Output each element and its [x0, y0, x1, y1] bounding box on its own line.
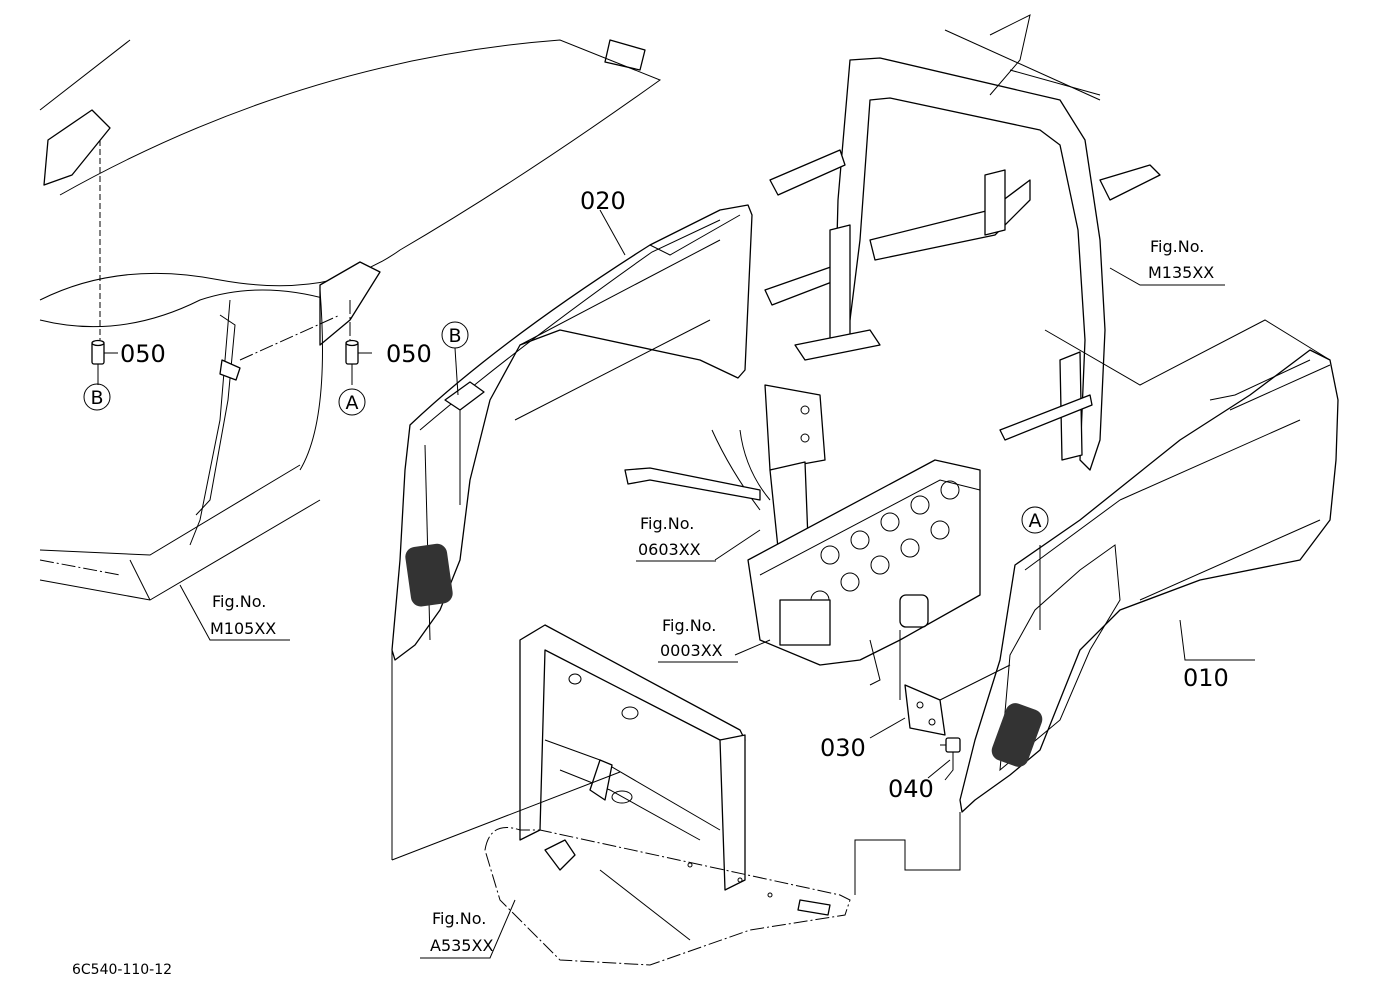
circle-marker-b-left: B	[83, 383, 111, 411]
circle-marker-a-left: A	[338, 388, 366, 416]
fig-ref-0003: Fig.No. 0003XX	[658, 616, 738, 663]
svg-text:B: B	[448, 325, 461, 347]
pin-050-b	[91, 339, 118, 385]
part-label-020: 020	[580, 187, 626, 215]
circle-marker-a-panel: A	[1021, 506, 1049, 534]
fig-ref-a535-code: A535XX	[430, 936, 493, 955]
side-panel-010	[854, 349, 1339, 895]
fig-ref-0603: Fig.No. 0603XX	[636, 514, 716, 562]
svg-text:A: A	[346, 392, 359, 414]
fig-ref-0603-code: 0603XX	[638, 540, 701, 559]
engine-head-0003	[747, 459, 981, 700]
platform-a535	[391, 624, 851, 966]
bolt-040	[940, 737, 961, 781]
fig-ref-m135: Fig.No. M135XX	[1148, 237, 1214, 282]
fig-ref-m105-prefix: Fig.No.	[212, 592, 266, 611]
circle-marker-b-panel: B	[441, 321, 469, 396]
fig-ref-a535: Fig.No. A535XX	[430, 909, 493, 955]
hood-outline	[39, 39, 662, 601]
fig-ref-m105-code: M105XX	[210, 619, 276, 638]
part-label-050-b: 050	[120, 340, 166, 368]
bracket-030	[904, 664, 1011, 736]
part-label-040: 040	[888, 775, 934, 803]
pin-050-a	[345, 339, 372, 385]
drawing-code: 6C540-110-12	[72, 962, 172, 978]
part-label-030: 030	[820, 734, 866, 762]
fig-ref-m105: Fig.No. M105XX	[210, 592, 276, 638]
svg-text:A: A	[1029, 510, 1042, 532]
fig-ref-a535-prefix: Fig.No.	[432, 909, 486, 928]
part-label-010: 010	[1183, 664, 1229, 692]
part-label-050-a: 050	[386, 340, 432, 368]
side-panel-020	[391, 204, 753, 860]
fig-ref-0003-prefix: Fig.No.	[662, 616, 716, 635]
fig-ref-m135-code: M135XX	[1148, 263, 1214, 282]
leaders	[179, 209, 1255, 959]
bracket-0603	[624, 384, 826, 573]
fig-ref-0603-prefix: Fig.No.	[640, 514, 694, 533]
svg-text:B: B	[90, 387, 103, 409]
fig-ref-m135-prefix: Fig.No.	[1150, 237, 1204, 256]
fig-ref-0003-code: 0003XX	[660, 641, 723, 660]
frame-structure	[764, 14, 1331, 471]
